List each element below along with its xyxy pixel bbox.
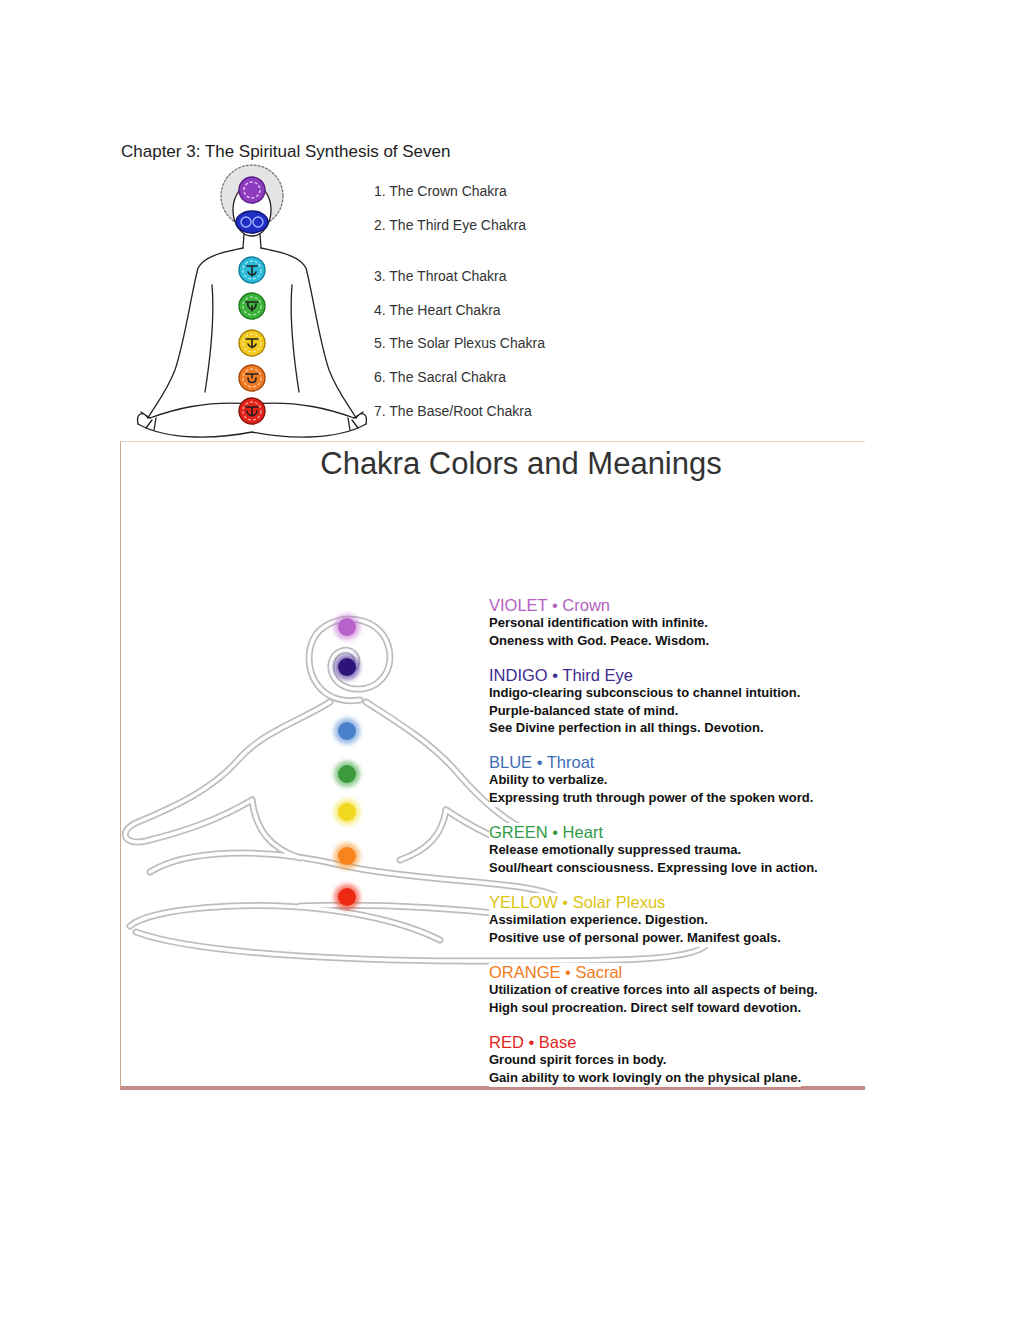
figure-stroke: [244, 182, 260, 198]
chakra-meaning: Utilization of creative forces into all …: [489, 981, 818, 999]
chakra-meaning: High soul procreation. Direct self towar…: [489, 999, 801, 1017]
figure-stroke: [239, 257, 265, 283]
figure-stroke: [243, 297, 261, 315]
figure-stroke: [243, 261, 261, 420]
chakra-meaning: Indigo-clearing subconscious to channel …: [489, 684, 800, 702]
chakra-list-item: 3. The Throat Chakra: [374, 267, 507, 285]
figure-stroke: [338, 847, 356, 865]
chakra-heading: INDIGO • Third Eye: [489, 666, 633, 684]
chakra-meaning: Expressing truth through power of the sp…: [489, 789, 813, 807]
chakra-meaning: See Divine perfection in all things. Dev…: [489, 719, 764, 737]
figure-stroke: [243, 334, 261, 352]
chakra-heading: VIOLET • Crown: [489, 596, 610, 614]
figure-stroke: [246, 407, 258, 416]
frame-title: Chakra Colors and Meanings: [320, 446, 722, 482]
figure-stroke: [334, 799, 360, 825]
figure-stroke: [334, 654, 360, 680]
figure-stroke: [239, 293, 265, 319]
figure-stroke: [247, 266, 257, 276]
figure-stroke: [239, 398, 265, 424]
figure-stroke: [243, 402, 261, 420]
figure-stroke: [246, 266, 258, 416]
figure-stroke: [334, 884, 360, 910]
chakra-meaning: Gain ability to work lovingly on the phy…: [489, 1069, 801, 1087]
figure-stroke: [348, 412, 366, 430]
figure-stroke: [138, 424, 366, 437]
figure-stroke: [338, 618, 356, 636]
chakra-list-item: 6. The Sacral Chakra: [374, 368, 506, 386]
figure-stroke: [338, 888, 356, 906]
chakra-meaning: Personal identification with infinite.: [489, 614, 708, 632]
chakra-heading: ORANGE • Sacral: [489, 963, 622, 981]
chakra-list-item: 2. The Third Eye Chakra: [374, 216, 526, 234]
figure-stroke: [334, 761, 360, 787]
figure-stroke: [334, 614, 360, 910]
figure-stroke: [246, 302, 258, 311]
figure-stroke: [334, 614, 360, 640]
figure-stroke: [243, 234, 261, 248]
chakra-heading: GREEN • Heart: [489, 823, 603, 841]
figure-stroke: [338, 722, 356, 740]
chakra-list-item: 4. The Heart Chakra: [374, 301, 501, 319]
figure-stroke: [239, 365, 265, 391]
chakra-heading: RED • Base: [489, 1033, 576, 1051]
chakra-meaning: Ground spirit forces in body.: [489, 1051, 666, 1069]
chakra-heading: BLUE • Throat: [489, 753, 594, 771]
seated-figure-line-art: [138, 165, 367, 437]
figure-stroke: [338, 658, 356, 676]
image-frame: Chakra Colors and MeaningsVIOLET • Crown…: [120, 441, 865, 1090]
figure-stroke: [241, 217, 251, 227]
chakra-list-item: 7. The Base/Root Chakra: [374, 402, 532, 420]
figure-stroke: [243, 369, 261, 387]
figure-stroke: [243, 261, 261, 279]
chakra-heading: YELLOW • Solar Plexus: [489, 893, 665, 911]
chakra-meaning: Oneness with God. Peace. Wisdom.: [489, 632, 709, 650]
figure-stroke: [253, 217, 263, 227]
chakra-meaning: Assimilation experience. Digestion.: [489, 911, 708, 929]
chakra-meaning: Release emotionally suppressed trauma.: [489, 841, 741, 859]
chakra-list-item: 1. The Crown Chakra: [374, 182, 507, 200]
figure-stroke: [148, 248, 243, 418]
figure-stroke: [338, 765, 356, 783]
figure-stroke: [239, 330, 265, 356]
figure-stroke: [138, 412, 156, 430]
chakra-list-item: 5. The Solar Plexus Chakra: [374, 334, 545, 352]
figure-stroke: [239, 177, 265, 203]
figure-stroke: [334, 843, 360, 869]
figure-stroke: [261, 248, 356, 418]
chakra-meaning: Soul/heart consciousness. Expressing lov…: [489, 859, 818, 877]
figure-stroke: [205, 285, 299, 392]
figure-stroke: [334, 718, 360, 744]
chapter-heading: Chapter 3: The Spiritual Synthesis of Se…: [121, 143, 450, 161]
chakra-dots: [334, 614, 360, 910]
chakra-meaning: Purple-balanced state of mind.: [489, 702, 678, 720]
chakra-symbols: [236, 177, 268, 424]
figure-stroke: [246, 374, 258, 383]
figure-stroke: [246, 339, 258, 348]
figure-stroke: [338, 803, 356, 821]
figure-stroke: [236, 211, 268, 233]
chakra-meaning: Positive use of personal power. Manifest…: [489, 929, 781, 947]
chakra-meaning: Ability to verbalize.: [489, 771, 607, 789]
